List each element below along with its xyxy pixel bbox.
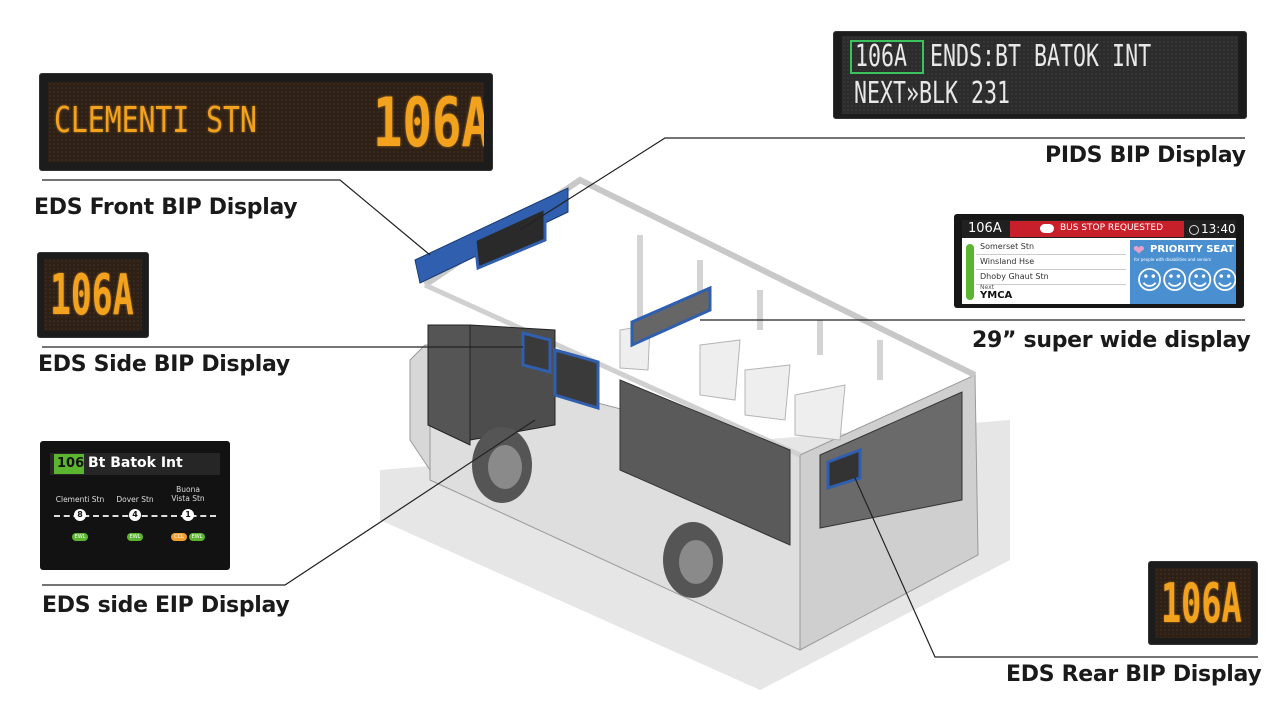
eip-route: 106 [57,456,85,471]
eip-stop-number: 4 [129,509,141,521]
eds-rear-led-panel: 106A [1155,568,1251,638]
pids-line2: NEXT»BLK 231 [854,76,1011,111]
eds-side-bip-display: 106A [38,253,148,337]
eip-line-badge: EWL [189,533,205,541]
sw-route-line [966,244,974,300]
sw-stop-row: Dhoby Ghaut Stn [976,270,1126,285]
sw-priority-title: PRIORITY SEAT [1150,244,1235,255]
leader-line-eip [42,419,536,586]
sw-stop-icon [1040,224,1054,233]
label-super-wide: 29” super wide display [972,328,1251,353]
sw-next-label: Next [980,284,994,291]
sw-priority-panel: ❤ PRIORITY SEAT for people with disabili… [1130,240,1236,304]
eds-front-destination: CLEMENTI STN [54,100,257,141]
eip-stop-name: Clementi Stn [55,495,105,504]
eds-front-route: 106A [373,84,484,162]
bus-superwide-marker [630,285,712,348]
eip-route-badge: 106 [54,454,84,474]
label-eds-side-eip: EDS side EIP Display [42,593,290,618]
eds-front-display: CLEMENTI STN 106A [40,74,492,170]
bus-rear-marker [826,447,862,491]
sw-stop-row: Somerset Stn [976,240,1126,255]
eds-front-led-panel: CLEMENTI STN 106A [48,82,484,162]
eip-destination: Bt Batok Int [88,455,183,471]
sw-time: 13:40 [1201,222,1236,236]
pids-route: 106A [855,39,908,74]
eip-line-badge: EWL [127,533,143,541]
label-eds-rear: EDS Rear BIP Display [1006,662,1262,687]
eds-side-bip-route: 106A [50,263,134,328]
sw-route: 106A [968,221,1002,236]
bus-door [427,324,471,446]
leader-line-front [42,179,431,256]
label-eds-side-bip: EDS Side BIP Display [38,352,290,377]
eip-stop-name: Dover Stn [116,495,154,504]
eds-rear-display: 106A [1149,562,1257,644]
eip-stop-number: 1 [182,509,194,521]
pids-led-panel: 106A ENDS:BT BATOK INT NEXT»BLK 231 [842,36,1238,114]
sw-stop-1: Somerset Stn [980,242,1035,251]
sw-stop-3: Dhoby Ghaut Stn [980,272,1049,281]
sw-next-stop: YMCA [980,290,1013,301]
pids-display: 106A ENDS:BT BATOK INT NEXT»BLK 231 [834,32,1246,118]
eip-stop-number: 8 [74,509,86,521]
sw-stop-2: Winsland Hse [980,257,1035,266]
sw-priority-sub: for people with disabilities and seniors [1134,257,1212,262]
eip-header: 106 Bt Batok Int [50,453,220,475]
sw-banner: BUS STOP REQUESTED [1010,221,1184,237]
bus-roof-rail-2 [423,282,802,458]
heart-icon: ❤ [1133,243,1145,259]
eip-line-badge: EWL [72,533,88,541]
eds-side-bip-led-panel: 106A [44,259,142,331]
bus-side-bip-marker [521,331,552,374]
sw-stop-row: Winsland Hse [976,255,1126,270]
bus-pids-marker [473,205,547,271]
sw-screen: 106A BUS STOP REQUESTED 13:40 Somerset S… [962,220,1236,304]
eds-rear-route: 106A [1161,572,1242,635]
super-wide-display: 106A BUS STOP REQUESTED 13:40 Somerset S… [954,214,1244,308]
clock-icon [1189,225,1199,235]
eip-stop-name: Buona Vista Stn [171,485,205,503]
pids-route-box [850,40,924,74]
eip-line-badge: CCL [171,533,187,541]
bus-window-rear [819,391,963,529]
priority-people-icons: ☺☺☺☺ [1136,266,1236,296]
bus-side-eip-marker [553,348,600,411]
bus-window-1 [619,379,791,546]
pids-line1: ENDS:BT BATOK INT [930,39,1152,74]
leader-line-rear [854,477,1258,658]
leader-line-pids [519,137,1245,231]
label-pids: PIDS BIP Display [1045,143,1246,168]
label-eds-front: EDS Front BIP Display [34,195,298,220]
sw-banner-text: BUS STOP REQUESTED [1060,223,1164,233]
